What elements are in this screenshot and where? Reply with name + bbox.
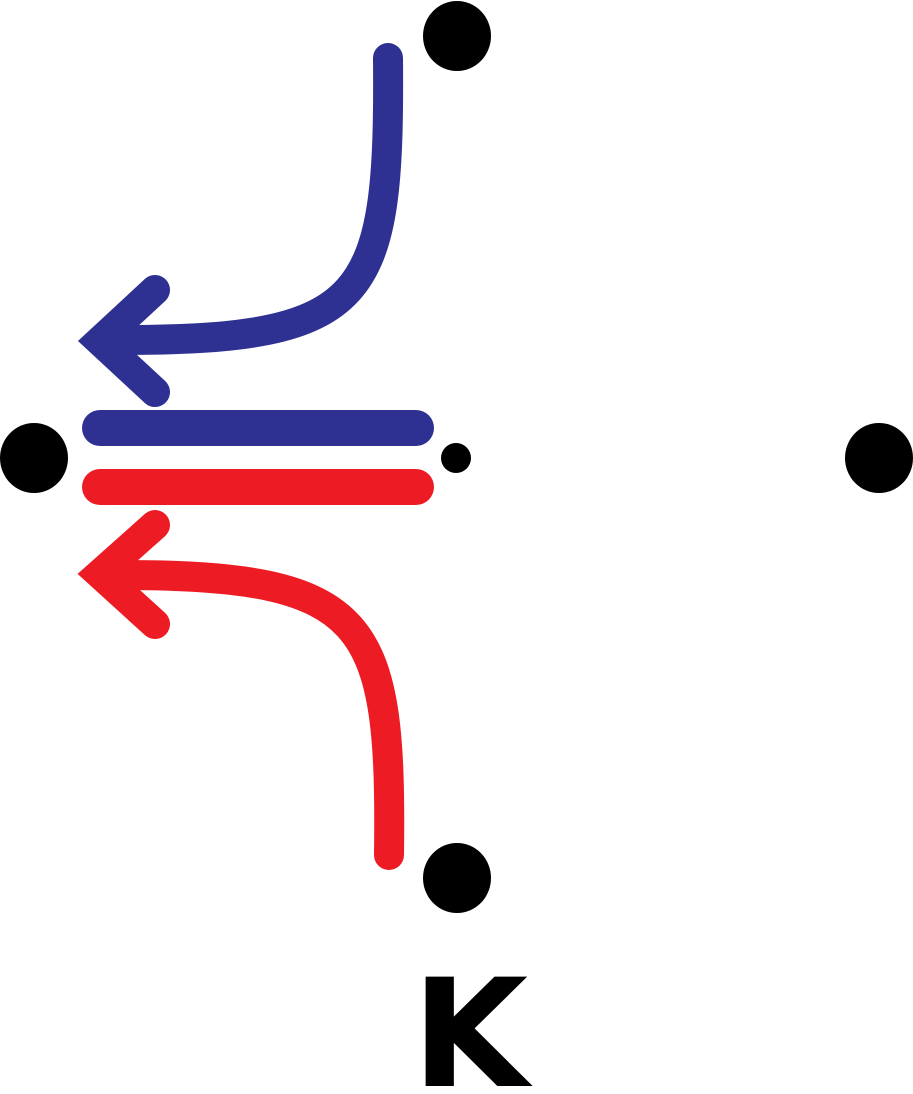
red-arrowhead-icon	[77, 510, 170, 639]
blue-curved-arrow	[105, 43, 404, 355]
node-left	[0, 423, 68, 493]
node-bottom	[423, 843, 491, 913]
node-right	[845, 423, 913, 493]
blue-arrowhead-icon	[77, 275, 170, 407]
red-curved-arrow	[105, 560, 405, 870]
node-center-small	[441, 443, 471, 473]
node-top	[423, 1, 491, 71]
bottom-node-label: K	[412, 948, 533, 1094]
